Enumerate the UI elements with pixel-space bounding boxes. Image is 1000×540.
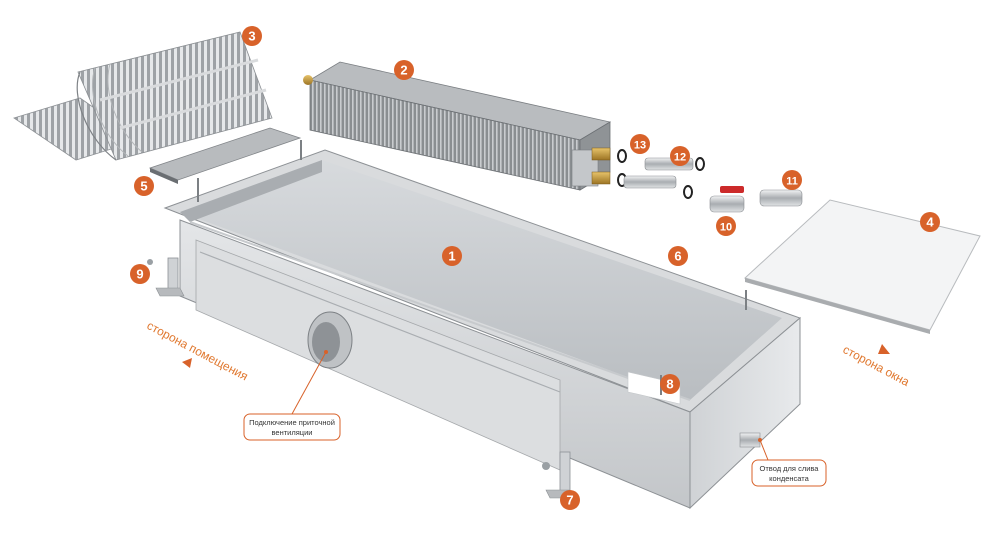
- orange-circle-icon: [782, 170, 802, 190]
- orange-circle-icon: [670, 146, 690, 166]
- callout-2-number: 2: [400, 63, 407, 78]
- orange-circle-icon: [630, 134, 650, 154]
- orange-circle-icon: [668, 246, 688, 266]
- drain-note-line2: конденсата: [769, 474, 809, 483]
- callout-6: 6: [668, 246, 688, 266]
- callout-4: 4: [920, 212, 940, 232]
- callout-9-number: 9: [136, 267, 143, 282]
- grille-roll: [76, 31, 273, 161]
- rolled-grille: [13, 31, 273, 161]
- orange-circle-icon: [394, 60, 414, 80]
- drain-note-line1: Отвод для слива: [760, 464, 820, 473]
- orange-circle-icon: [920, 212, 940, 232]
- callout-13: 13: [630, 134, 650, 154]
- callout-8-number: 8: [666, 377, 673, 392]
- callout-5: 5: [134, 176, 154, 196]
- callout-11: 11: [782, 170, 802, 190]
- heat-exchanger: [303, 61, 612, 191]
- callout-13-number: 13: [634, 140, 646, 152]
- convector-trough: [163, 140, 801, 510]
- callout-10: 10: [716, 216, 736, 236]
- protective-lid: [744, 199, 981, 331]
- callout-2: 2: [394, 60, 414, 80]
- callout-4-number: 4: [926, 215, 934, 230]
- orange-circle-icon: [660, 374, 680, 394]
- orange-circle-icon: [716, 216, 736, 236]
- orange-circle-icon: [560, 490, 580, 510]
- callout-8: 8: [660, 374, 680, 394]
- orange-circle-icon: [134, 176, 154, 196]
- callout-9: 9: [130, 264, 150, 284]
- cover-strip: [148, 127, 302, 181]
- arrow-up-icon: [878, 344, 890, 354]
- drain-note: Отвод для слива конденсата: [751, 438, 827, 487]
- orange-circle-icon: [130, 264, 150, 284]
- mounting-bracket-9: [147, 257, 185, 297]
- ventilation-note-line1: Подключение приточной: [249, 418, 335, 427]
- callout-7-number: 7: [566, 493, 573, 508]
- room-side-text: сторона помещения: [145, 318, 251, 383]
- orange-circle-icon: [442, 246, 462, 266]
- window-side-label: сторона окна: [841, 342, 913, 389]
- ventilation-note-line2: вентиляции: [272, 428, 313, 437]
- callout-1-number: 1: [448, 249, 455, 264]
- callout-7: 7: [560, 490, 580, 510]
- callout-5-number: 5: [140, 179, 147, 194]
- callout-10-number: 10: [720, 222, 732, 234]
- callout-6-number: 6: [674, 249, 681, 264]
- room-side-label: сторона помещения: [145, 318, 251, 383]
- arrow-left-icon: [182, 358, 192, 368]
- callout-3-number: 3: [248, 29, 255, 44]
- orange-circle-icon: [242, 26, 262, 46]
- callout-3: 3: [242, 26, 262, 46]
- connection-fittings: [591, 147, 803, 213]
- callout-12: 12: [670, 146, 690, 166]
- callout-1: 1: [442, 246, 462, 266]
- window-side-text: сторона окна: [841, 342, 913, 389]
- callout-11-number: 11: [786, 176, 798, 188]
- ventilation-note: Подключение приточной вентиляции: [243, 350, 341, 441]
- callout-12-number: 12: [674, 152, 686, 164]
